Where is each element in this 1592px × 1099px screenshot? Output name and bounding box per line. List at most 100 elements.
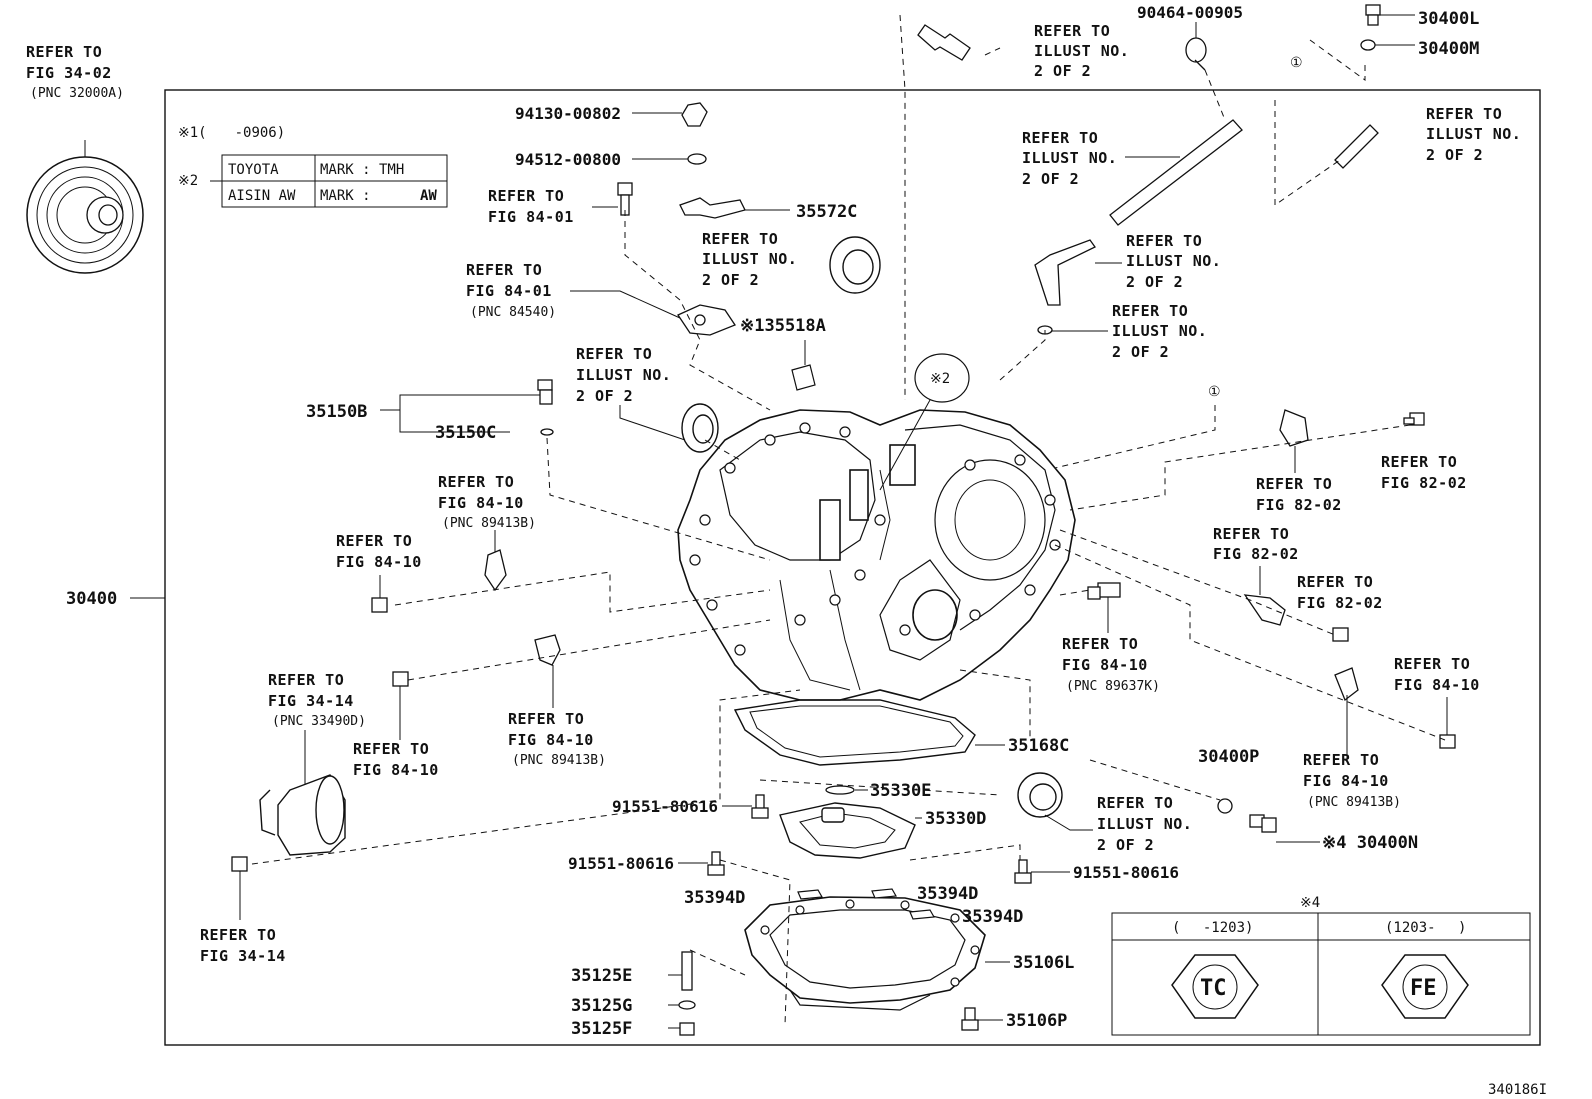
bolt-30400L[interactable] [1365,4,1381,26]
ref-fig-82-02c[interactable]: REFER TO FIG 82-02 [1213,525,1299,563]
bolt-91551-b[interactable] [707,851,725,876]
bolt-fig-84-01[interactable] [617,182,633,216]
o-ring-35150C[interactable] [540,428,554,436]
pipe-elbow[interactable] [1034,239,1096,306]
part-number-30400N[interactable]: ※4 30400N [1322,833,1418,853]
aisin-logo: AW [420,188,437,204]
label-35518A[interactable] [791,364,816,391]
part-number-35572C[interactable]: 35572C [796,202,857,222]
part-number-35394D-c[interactable]: 35394D [962,907,1023,927]
ref-fig-82-02d[interactable]: REFER TO FIG 82-02 [1297,573,1383,612]
bolt-91551-a[interactable] [751,794,769,819]
ref-fig-34-14b[interactable]: REFER TO FIG 34-14 [200,926,286,965]
part-number-35106L[interactable]: 35106L [1013,953,1074,973]
part-number-35394D-b[interactable]: 35394D [917,884,978,904]
mark-aisin-label: MARK : [320,188,371,204]
ref-fig-84-10g[interactable]: REFER TO FIG 84-10 (PNC 89413B) [1303,751,1401,810]
ref-fig-84-10b[interactable]: REFER TO FIG 84-10 [336,532,422,571]
bolt-fig-34-14[interactable] [231,856,248,872]
plug-35150B[interactable] [537,379,553,405]
ref-fig-82-02a[interactable]: REFER TO FIG 82-02 [1256,475,1342,514]
part-number-94130[interactable]: 94130-00802 [515,104,621,123]
overflow-plug-stack[interactable] [678,951,696,1036]
ref-illust-bearing[interactable]: REFER TO ILLUST NO. 2 OF 2 [702,230,797,289]
part-number-35125G[interactable]: 35125G [571,996,632,1016]
ref-fig-84-10a[interactable]: REFER TO FIG 84-10 (PNC 89413B) [438,473,536,531]
part-number-90464[interactable]: 90464-00905 [1137,3,1243,22]
part-number-35330D[interactable]: 35330D [925,809,986,829]
bolt-fig-82-02d[interactable] [1332,627,1349,642]
oil-seal-left[interactable] [681,403,719,453]
part-number-30400P[interactable]: 30400P [1198,747,1259,767]
part-number-91551-b[interactable]: 91551-80616 [568,854,674,873]
bracket-35572C[interactable] [679,197,746,219]
torque-converter[interactable] [26,140,144,274]
part-number-91551-c[interactable]: 91551-80616 [1073,863,1179,882]
part-number-35125E[interactable]: 35125E [571,966,632,986]
part-labels: 30400L 30400M 90464-00905 94130-00802 94… [306,3,1479,1039]
sensor-89413B-mid[interactable] [534,634,561,666]
strainer-35330D[interactable] [779,802,916,859]
ref-fig-84-10d[interactable]: REFER TO FIG 84-10 [353,740,439,779]
ref-illust-elbow[interactable]: REFER TO ILLUST NO. 2 OF 2 [1126,232,1221,291]
part-number-94512[interactable]: 94512-00800 [515,150,621,169]
ref-fig-84-01a[interactable]: REFER TO FIG 84-01 [488,187,574,226]
ref-illust-pipe[interactable]: REFER TO ILLUST NO. 2 OF 2 [1022,129,1117,188]
ref-illust-right[interactable]: REFER TO ILLUST NO. 2 OF 2 [1426,105,1521,164]
oil-pan-35106L[interactable] [744,896,986,1011]
ref-fig-84-10c[interactable]: REFER TO FIG 84-10 (PNC 89413B) [508,710,606,768]
part-number-35125F[interactable]: 35125F [571,1019,632,1039]
part-number-30400M[interactable]: 30400M [1418,39,1479,59]
ref-fig-84-10e[interactable]: REFER TO FIG 84-10 (PNC 89637K) [1062,635,1160,694]
ref-fig-84-10f[interactable]: REFER TO FIG 84-10 [1394,655,1480,694]
ref-fig-34-02[interactable]: REFER TO FIG 34-02 (PNC 32000A) [26,43,124,101]
part-number-30400L[interactable]: 30400L [1418,9,1479,29]
sensor-89413B-right[interactable] [1334,667,1359,702]
nut-94130[interactable] [681,102,708,127]
part-number-35518A[interactable]: ※135518A [740,316,826,336]
ref-fig-82-02b[interactable]: REFER TO FIG 82-02 [1381,453,1467,492]
bracket-fig-82-02c[interactable] [1243,594,1286,626]
sensor-89637K[interactable] [1087,582,1121,600]
magnets-35394D[interactable] [797,888,935,920]
ref-illust-seal[interactable]: REFER TO ILLUST NO. 2 OF 2 [576,345,671,405]
clamp-90464[interactable] [1185,37,1207,71]
part-number-35394D-a[interactable]: 35394D [684,888,745,908]
switch-84540[interactable] [677,304,736,336]
ref-fig-84-01b[interactable]: REFER TO FIG 84-01 (PNC 84540) [466,261,556,320]
drain-plug-35106P[interactable] [961,1007,979,1031]
part-number-35330E[interactable]: 35330E [870,781,931,801]
transaxle-assembly[interactable] [677,409,1076,701]
o-ring-35330E[interactable] [825,785,855,795]
ref-illust-oring[interactable]: REFER TO ILLUST NO. 2 OF 2 [1112,302,1207,361]
ref-illust-lower[interactable]: REFER TO ILLUST NO. 2 OF 2 [1097,794,1192,854]
bearing-lower[interactable] [1017,772,1063,818]
ref-illust-top[interactable]: REFER TO ILLUST NO. 2 OF 2 [1034,22,1129,80]
bolt-fig-84-10-right[interactable] [1439,734,1456,749]
bracket-fig-82-02a[interactable] [1279,409,1309,447]
pipe-tube[interactable] [1109,119,1243,226]
leader-line [380,394,540,433]
part-number-91551-a[interactable]: 91551-80616 [612,797,718,816]
oil-seal-right[interactable] [829,236,881,294]
part-number-30400[interactable]: 30400 [66,589,117,609]
part-number-35150C[interactable]: 35150C [435,423,496,443]
bolt-fig-84-10-mid[interactable] [392,671,409,687]
gasket-30400M[interactable] [1360,39,1376,51]
union-bolt-right[interactable] [1334,124,1379,169]
bolt-fig-82-02b[interactable] [1403,412,1425,426]
ref-fig-34-14a[interactable]: REFER TO FIG 34-14 (PNC 33490D) [268,671,366,729]
part-number-35150B[interactable]: 35150B [306,402,367,422]
part-number-35106P[interactable]: 35106P [1006,1011,1067,1031]
bolt-91551-c[interactable] [1014,859,1032,884]
part-number-35168C[interactable]: 35168C [1008,736,1069,756]
bolt-fig-84-10-left[interactable] [371,597,388,613]
maker-aisin: AISIN AW [228,188,296,204]
gasket-35168C[interactable] [733,699,976,766]
plug-30400N[interactable] [1249,814,1277,833]
washer-94512[interactable] [687,153,707,165]
union-bolt-top[interactable] [917,24,971,61]
gasket-30400P[interactable] [1217,798,1233,814]
sensor-89413B-left[interactable] [484,549,507,592]
oil-cooler-33490D[interactable] [259,774,346,856]
